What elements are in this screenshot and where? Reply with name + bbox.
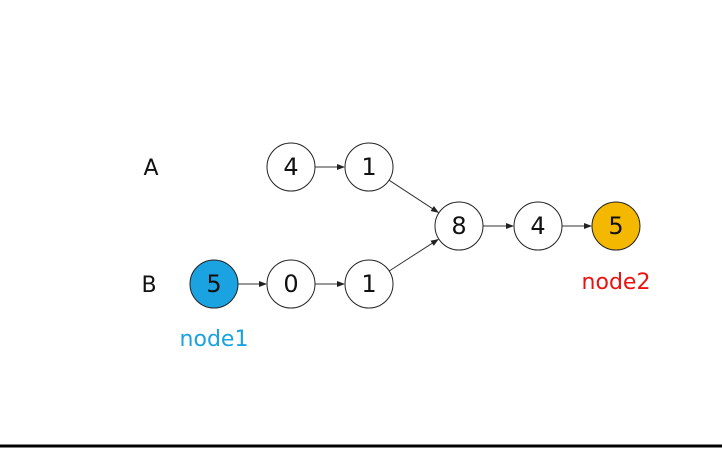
node-value: 5 (206, 270, 221, 298)
pointer-label-node2: node2 (582, 270, 651, 295)
node-value: 4 (530, 212, 545, 240)
node-value: 5 (608, 212, 623, 240)
node-value: 4 (283, 153, 298, 181)
node-circle (344, 142, 394, 192)
row-label-b: B (141, 273, 156, 298)
list-node-a1: 4 (266, 142, 316, 192)
list-node-c3: 5 (591, 201, 641, 251)
list-node-b0: 5 (189, 259, 239, 309)
edge-arrow-b2-to-c1 (388, 239, 439, 272)
row-label-a: A (143, 156, 158, 181)
list-node-c2: 4 (513, 201, 563, 251)
edge-arrow-a2-to-c1 (388, 179, 439, 213)
node-circle (513, 201, 563, 251)
node-circle (266, 142, 316, 192)
list-node-c1: 8 (434, 201, 484, 251)
edges-layer (238, 164, 592, 287)
list-node-b2: 1 (344, 259, 394, 309)
node-value: 8 (451, 212, 466, 240)
node-value: 1 (361, 270, 376, 298)
node-circle (344, 259, 394, 309)
node-circle (434, 201, 484, 251)
node-circle (266, 259, 316, 309)
pointer-label-node1: node1 (180, 327, 249, 352)
nodes-layer: 4 1 5 0 1 8 4 5 (189, 142, 641, 309)
list-node-a2: 1 (344, 142, 394, 192)
list-node-b1: 0 (266, 259, 316, 309)
node-circle (189, 259, 239, 309)
node-circle (591, 201, 641, 251)
node-value: 1 (361, 153, 376, 181)
node-value: 0 (283, 270, 298, 298)
